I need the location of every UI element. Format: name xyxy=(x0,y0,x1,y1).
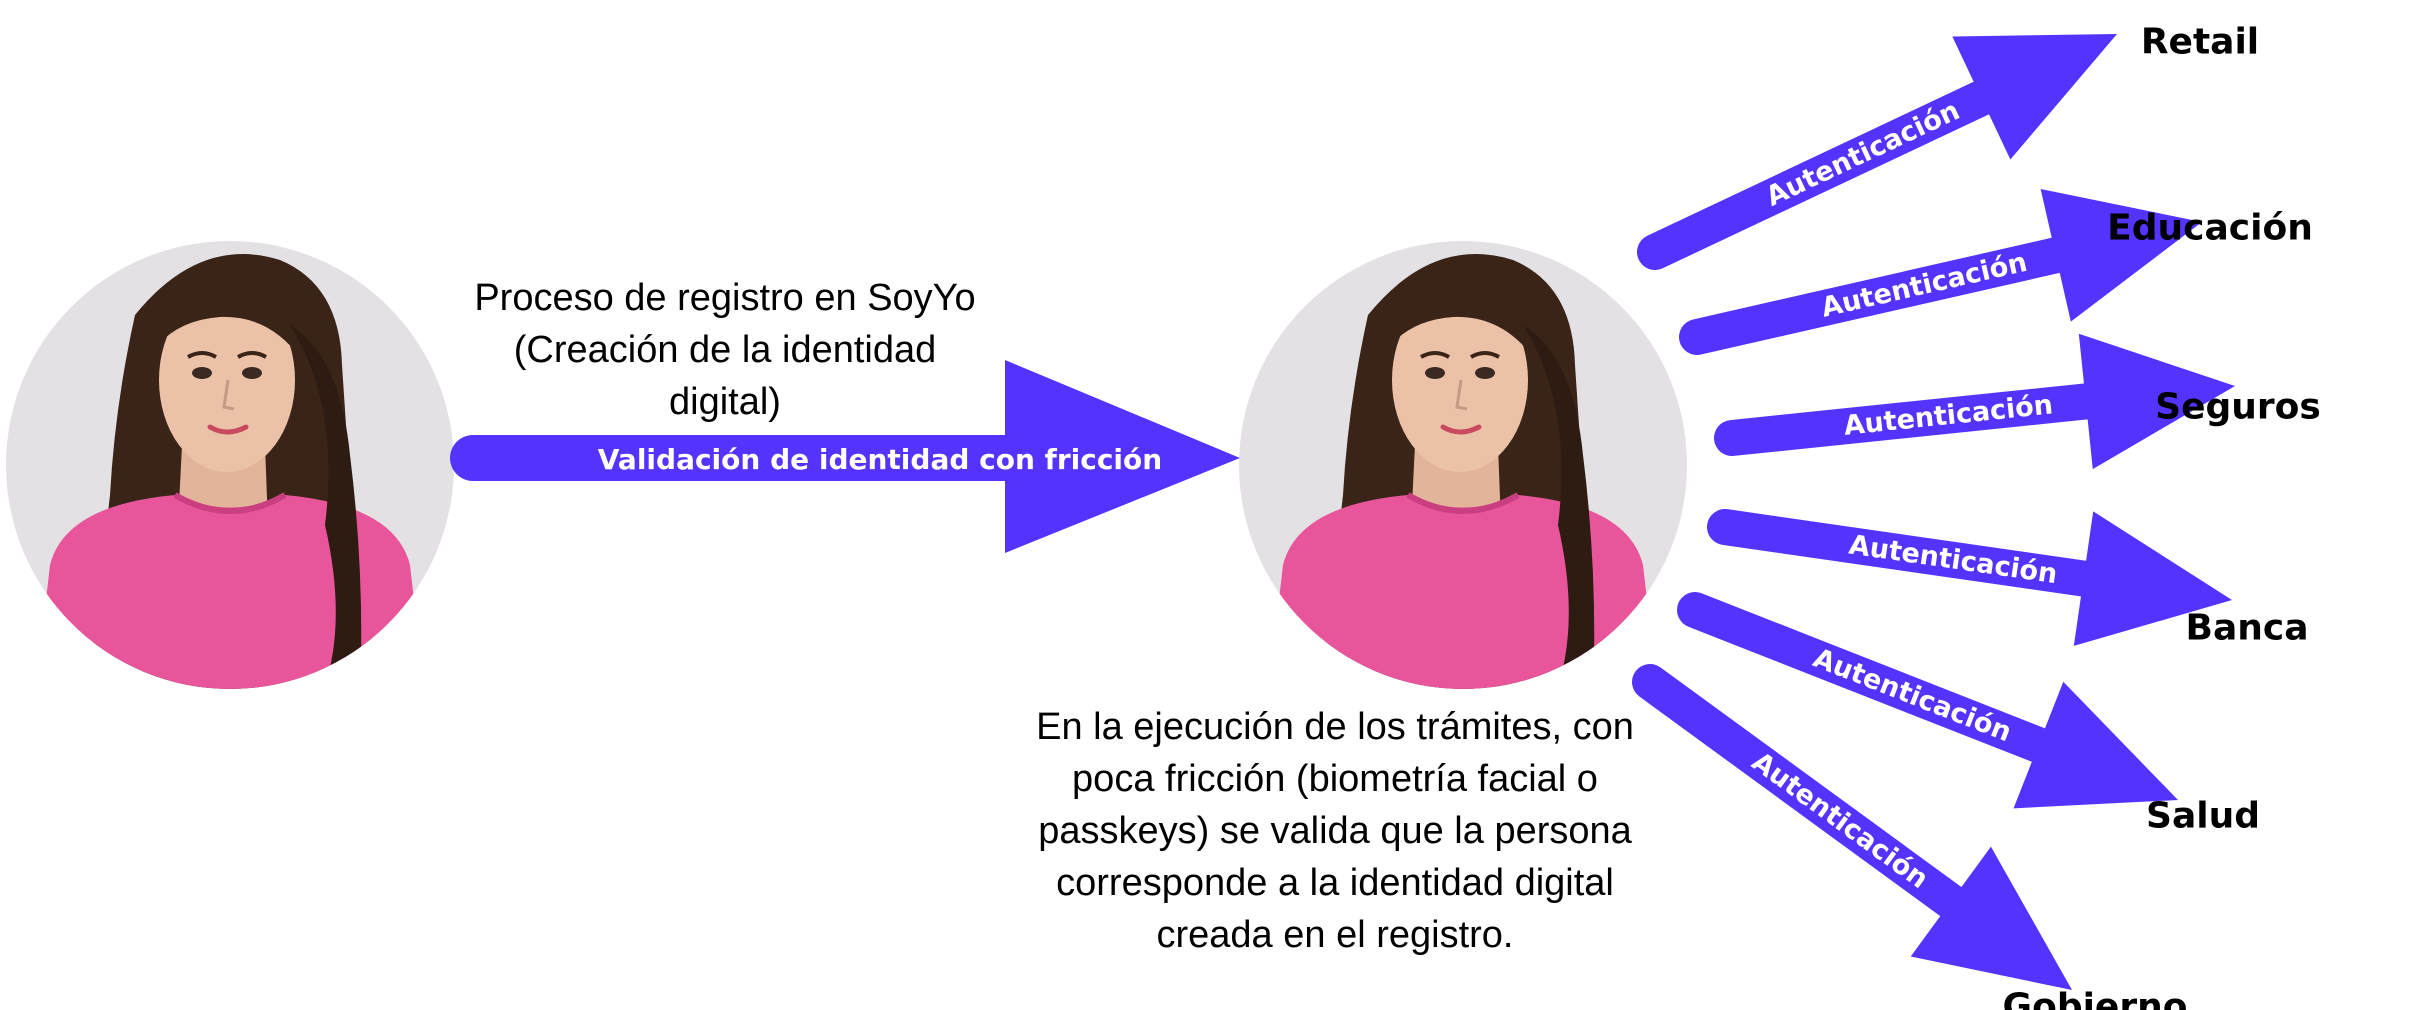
authentication-arrow-shaft xyxy=(1637,77,2005,270)
transactions-caption-line: En la ejecución de los trámites, con xyxy=(1036,706,1634,748)
authentication-arrow-head xyxy=(2073,511,2232,646)
authentication-arrow-label: Autenticación xyxy=(1746,746,1934,895)
person-photo-left xyxy=(0,235,460,695)
transactions-caption-line: corresponde a la identidad digital xyxy=(1056,862,1614,904)
authentication-arrow-label: Autenticación xyxy=(1842,389,2054,441)
authentication-arrow-label: Autenticación xyxy=(1847,530,2059,591)
authentication-arrow-shaft xyxy=(1714,382,2110,456)
authentication-arrow-shaft xyxy=(1707,509,2108,598)
person-portrait-icon xyxy=(0,235,460,695)
authentication-arrow: Autenticación xyxy=(1707,509,2232,646)
person-photo-right xyxy=(1233,235,1693,695)
registration-arrow: Validación de identidad con fricción xyxy=(450,360,1240,553)
transactions-caption-line: passkeys) se valida que la persona xyxy=(1038,810,1632,852)
sector-label: Seguros xyxy=(2155,387,2321,428)
transactions-caption-line: creada en el registro. xyxy=(1156,914,1514,956)
authentication-arrow-head xyxy=(2040,189,2202,322)
sector-label: Banca xyxy=(2186,608,2309,649)
registration-caption-line: Proceso de registro en SoyYo xyxy=(474,277,976,319)
authentication-arrow-shaft xyxy=(1677,592,2062,766)
registration-arrow-head xyxy=(1005,360,1240,553)
authentication-arrow-head xyxy=(2078,333,2235,470)
authentication-arrow-label: Autenticación xyxy=(1761,95,1964,213)
registration-caption: Proceso de registro en SoyYo (Creación d… xyxy=(430,272,1020,428)
authentication-arrow-label: Autenticación xyxy=(1809,643,2016,749)
transactions-caption-line: poca fricción (biometría facial o xyxy=(1072,758,1598,800)
authentication-arrow-head xyxy=(1910,846,2072,990)
registration-arrow-label: Validación de identidad con fricción xyxy=(598,443,1162,476)
sector-label: Retail xyxy=(2141,22,2259,63)
authentication-arrow-shaft xyxy=(1679,235,2080,355)
transactions-caption: En la ejecución de los trámites, con poc… xyxy=(1015,701,1655,961)
person-portrait-icon xyxy=(1233,235,1693,695)
sector-label: Gobierno xyxy=(2003,987,2188,1010)
authentication-arrows: AutenticaciónRetailAutenticaciónEducació… xyxy=(1632,22,2321,1010)
sector-label: Salud xyxy=(2146,796,2260,837)
registration-caption-line: (Creación de la identidad xyxy=(513,329,937,371)
sector-label: Educación xyxy=(2107,208,2313,249)
authentication-arrow-head xyxy=(2013,681,2178,809)
registration-caption-line: digital) xyxy=(669,381,781,423)
authentication-arrow-head xyxy=(1952,34,2117,160)
authentication-arrow-shaft xyxy=(1632,664,1974,924)
